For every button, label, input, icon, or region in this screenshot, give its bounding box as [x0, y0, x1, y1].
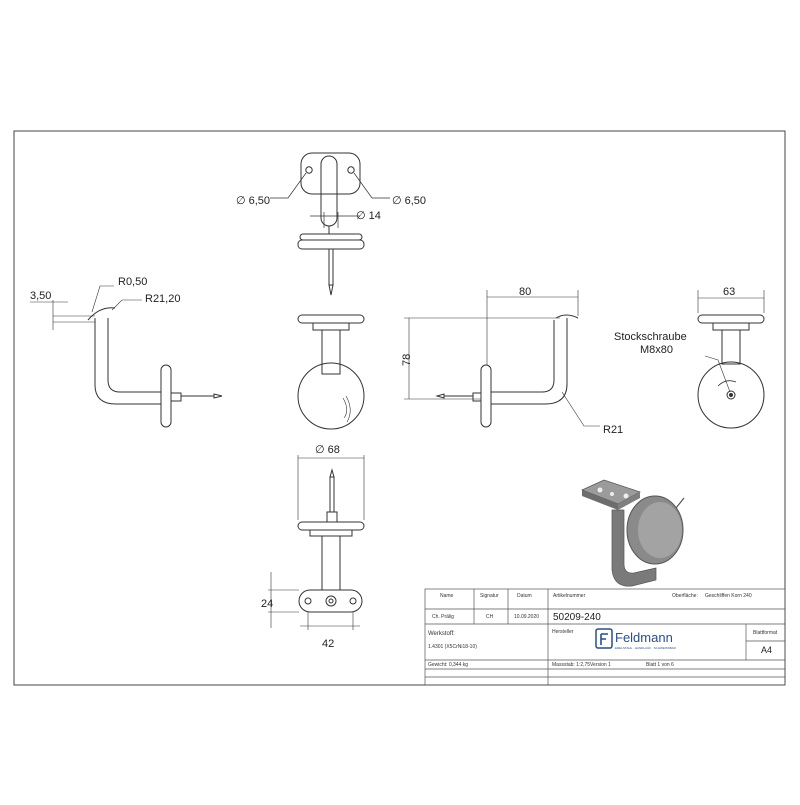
dim-hole-right: ∅ 6,50: [392, 195, 426, 207]
tb-col-date: Datum: [517, 593, 532, 599]
tb-surface-value: Geschliffen Korn 240: [705, 593, 752, 599]
brand-tagline: EDELSTAHL · HANDLAUF · SCHWEISSBAR: [615, 646, 677, 650]
bottom-view: [268, 455, 365, 630]
feldmann-logo: [595, 628, 613, 649]
tb-date: 10.09.2020: [514, 614, 539, 620]
tb-maker-label: Hersteller: [552, 629, 574, 635]
far-right-view: [697, 290, 765, 429]
dim-radius-bend: R21: [603, 424, 623, 436]
front-view: [297, 314, 365, 430]
dim-width-63: 63: [723, 286, 735, 298]
tb-signature: CH: [486, 614, 494, 620]
screw-label-line2: M8x80: [640, 344, 673, 356]
dim-thickness: 3,50: [30, 290, 51, 302]
tb-article-label: Artikelnummer: [553, 593, 586, 599]
top-view: [270, 152, 390, 296]
tb-surface-label: Oberfläche:: [672, 593, 698, 599]
tb-name: Ch. Prälig: [432, 614, 454, 620]
tb-sheet: Blatt 1 von 6: [646, 662, 674, 668]
dim-height-78: 78: [401, 354, 413, 366]
tb-material-label: Werkstoff:: [428, 631, 455, 637]
screw-label-line1: Stockschraube: [614, 331, 687, 343]
right-side-view: [404, 290, 600, 428]
brand-name: Feldmann: [615, 630, 673, 645]
tb-sheet-format: A4: [761, 645, 772, 655]
isometric-view: [581, 479, 685, 587]
dim-post-diameter: ∅ 14: [356, 210, 381, 222]
article-number: 50209-240: [553, 612, 601, 623]
dim-saddle-height: 24: [261, 598, 273, 610]
tb-material-value: 1.4301 (X5CrNi18-10): [428, 644, 477, 650]
left-side-view: [30, 285, 223, 428]
tb-scale: Massstab: 1:2,75: [552, 662, 590, 668]
tb-version: Version 1: [590, 662, 611, 668]
tb-sheet-format-label: Blattformat: [753, 630, 778, 636]
dim-radius-small: R0,50: [118, 276, 147, 288]
dim-hole-left: ∅ 6,50: [236, 195, 270, 207]
tb-col-name: Name: [440, 593, 454, 599]
dim-saddle-width: 42: [322, 638, 334, 650]
tb-col-signature: Signatur: [480, 593, 499, 599]
dim-radius-saddle: R21,20: [145, 293, 180, 305]
title-block: [424, 588, 786, 686]
sheet-border: [13, 130, 786, 686]
dim-plate-diameter: ∅ 68: [315, 444, 340, 456]
tb-weight: Gewicht: 0,344 kg: [428, 662, 468, 668]
dim-width-80: 80: [519, 286, 531, 298]
